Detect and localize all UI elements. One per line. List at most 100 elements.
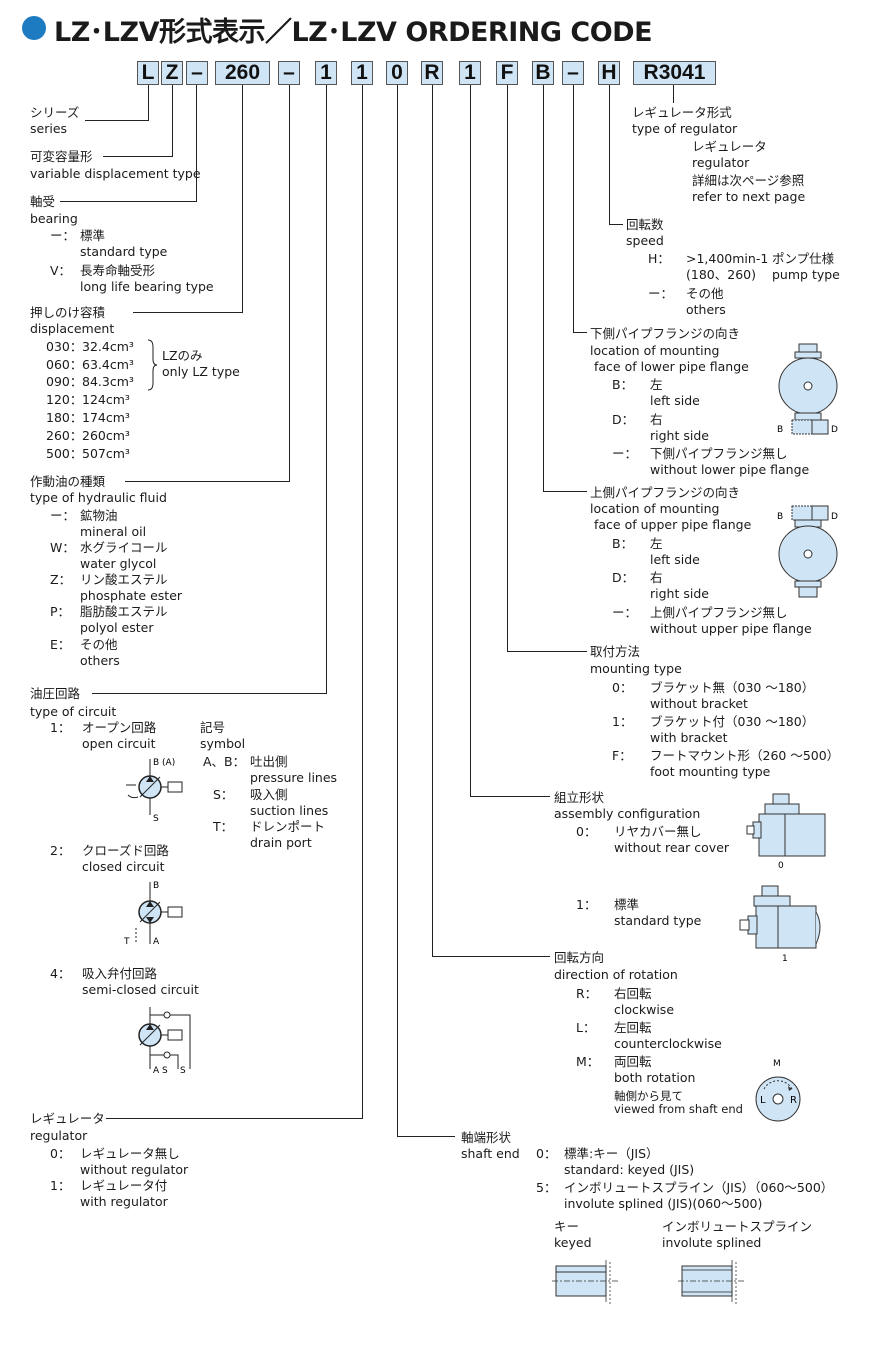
rotation-label-en: direction of rotation: [554, 967, 678, 982]
rotation-en: counterclockwise: [614, 1036, 722, 1051]
upper-code: B：: [612, 536, 634, 551]
rotation-ja: 左回転: [614, 1020, 652, 1035]
type-reg-sub-en: regulator: [692, 155, 750, 170]
upper-ja: 上側パイプフランジ無し: [650, 605, 788, 620]
disp-code: 180：: [46, 410, 83, 425]
disp-value: 260cm³: [82, 428, 130, 443]
assembly-code: 0：: [576, 824, 597, 839]
symbol-ja: ドレンポート: [250, 819, 326, 834]
shaft-label-en: shaft end: [461, 1146, 520, 1161]
rotation-label-ja: 回転方向: [554, 950, 605, 965]
bearing-en: long life bearing type: [80, 279, 214, 294]
upper-ja: 左: [650, 536, 663, 551]
pump-symbol-icon: A S S: [138, 1007, 191, 1076]
circuit-label-ja: 油圧回路: [30, 686, 81, 701]
symbol-en: drain port: [250, 835, 312, 850]
mount-code: F：: [612, 748, 632, 763]
svg-text:B (A): B (A): [153, 758, 175, 768]
vdt-label-en: variable displacement type: [30, 166, 201, 181]
speed-code: H：: [648, 251, 670, 266]
circuit-code: 2：: [50, 843, 71, 858]
bearing-code: ー：: [50, 228, 76, 243]
svg-text:R: R: [790, 1095, 797, 1106]
bearing-code: V：: [50, 263, 72, 278]
regulator-ja: レギュレータ無し: [80, 1146, 180, 1161]
rotation-view-ja: 軸側から見て: [614, 1089, 683, 1103]
mount-en: with bracket: [650, 730, 728, 745]
lower-ja: 下側パイプフランジ無し: [650, 446, 788, 461]
circuit-ja: 吸入弁付回路: [82, 966, 158, 981]
code-box: B: [532, 61, 554, 85]
svg-text:M: M: [773, 1059, 781, 1069]
pump-side-view-icon: 1: [739, 885, 821, 964]
shaft-en: involute splined (JIS)(060～500): [564, 1196, 763, 1211]
fluid-label-en: type of hydraulic fluid: [30, 490, 167, 505]
lower-ja: 左: [650, 377, 663, 392]
assembly-code: 1：: [576, 897, 597, 912]
page-title: LZ･LZV形式表示／LZ･LZV ORDERING CODE: [54, 17, 653, 48]
speed-pump-en: pump type: [772, 267, 840, 282]
disp-label-ja: 押しのけ容積: [30, 305, 106, 320]
symbol-ja: 吐出側: [250, 754, 288, 769]
svg-text:S: S: [180, 1066, 186, 1076]
svg-text:1: 1: [782, 954, 788, 964]
fluid-en: mineral oil: [80, 524, 147, 539]
code-box: 1: [351, 61, 373, 85]
disp-code: 500：: [46, 446, 83, 461]
disp-code: 120：: [46, 392, 83, 407]
code-box: 0: [386, 61, 408, 85]
regulator-label-en: regulator: [30, 1128, 88, 1143]
lower-code: B：: [612, 377, 634, 392]
disp-code: 060：: [46, 357, 83, 372]
fluid-code: P：: [50, 604, 71, 619]
code-box: L: [137, 61, 159, 85]
lower-ja: 右: [650, 412, 663, 427]
fluid-en: polyol ester: [80, 620, 154, 635]
lower-en: without lower pipe flange: [650, 462, 810, 477]
disp-value: 63.4cm³: [82, 357, 134, 372]
lower-code: D：: [612, 412, 635, 427]
rotation-code: L：: [576, 1020, 596, 1035]
rotation-view-en: viewed from shaft end: [614, 1102, 743, 1116]
pump-symbol-icon: B A T: [123, 881, 183, 947]
rotation-code: M：: [576, 1054, 600, 1069]
disp-value: 32.4cm³: [82, 339, 134, 354]
series-label-ja: シリーズ: [30, 105, 80, 120]
upper-en: left side: [650, 552, 700, 567]
series-label-en: series: [30, 121, 68, 136]
rotation-code: R：: [576, 986, 598, 1001]
code-box: 1: [459, 61, 481, 85]
disp-value: 84.3cm³: [82, 374, 134, 389]
symbol-en: suction lines: [250, 803, 329, 818]
lower-label-en2: face of lower pipe flange: [594, 359, 749, 374]
circuit-code: 4：: [50, 966, 71, 981]
rotation-en: both rotation: [614, 1070, 696, 1085]
upper-label-ja: 上側パイプフランジの向き: [590, 485, 741, 500]
rotation-ja: 両回転: [614, 1054, 652, 1069]
disp-code: 260：: [46, 428, 83, 443]
vdt-label-ja: 可変容量形: [30, 149, 93, 164]
upper-ja: 右: [650, 570, 663, 585]
pump-symbol-icon: B (A) S: [126, 758, 183, 824]
circuit-en: semi-closed circuit: [82, 982, 199, 997]
symbol-ja: 吸入側: [250, 787, 288, 802]
shaft-inv-ja: インボリュートスプライン: [662, 1219, 813, 1234]
symbol-code: S：: [213, 787, 234, 802]
circuit-en: open circuit: [82, 736, 156, 751]
upper-en: right side: [650, 586, 709, 601]
regulator-ja: レギュレータ付: [80, 1178, 168, 1193]
fluid-en: phosphate ester: [80, 588, 183, 603]
mount-label-ja: 取付方法: [590, 644, 641, 659]
assembly-label-ja: 組立形状: [554, 790, 605, 805]
brace-icon: [147, 339, 158, 391]
fluid-code: W：: [50, 540, 75, 555]
disp-value: 507cm³: [82, 446, 130, 461]
regulator-en: without regulator: [80, 1162, 189, 1177]
mount-en: without bracket: [650, 696, 748, 711]
fluid-ja: 水グライコール: [80, 540, 168, 555]
bearing-en: standard type: [80, 244, 168, 259]
symbol-code: T：: [213, 819, 234, 834]
bearing-ja: 長寿命軸受形: [80, 263, 156, 278]
lower-en: left side: [650, 393, 700, 408]
upper-code: ー：: [612, 605, 638, 620]
